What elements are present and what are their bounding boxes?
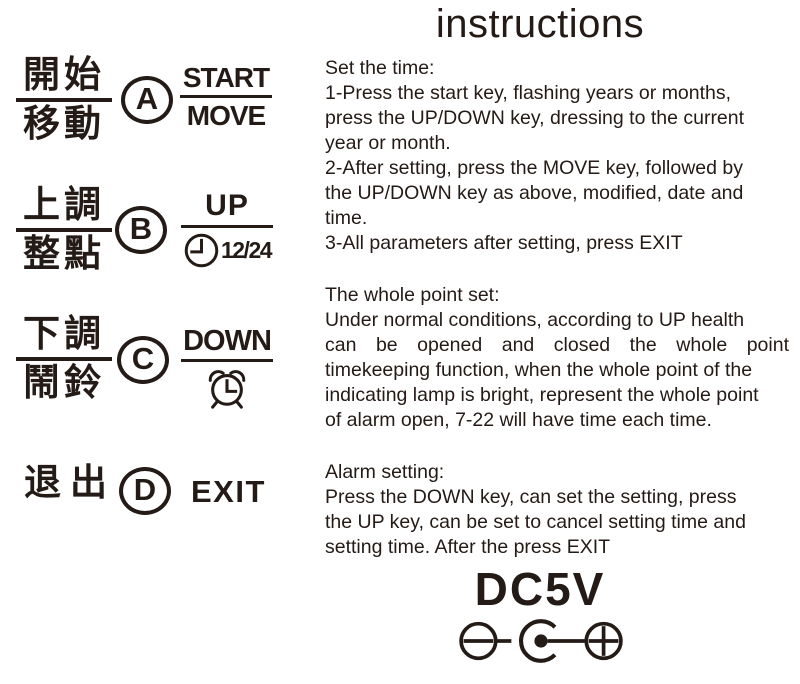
key-a-label-top: START [182,62,270,93]
key-a-circle: A [121,76,173,124]
key-b-icon-label: 12/24 [220,237,273,263]
fraction-bar [16,228,112,232]
key-a-en-label: START MOVE [180,64,272,131]
key-c-en-label: DOWN [181,326,273,410]
section-heading: Alarm setting: [325,461,445,483]
power-spec-label: DC5V [474,563,606,615]
key-b-label-top: UP [205,189,249,222]
key-d-cjk-label: 退出 [24,463,116,504]
key-d-circle: D [119,467,171,515]
key-c-letter: C [131,341,155,376]
text-line: 3-All parameters after setting, press EX… [325,232,683,254]
key-d-letter: D [133,472,157,507]
text-line: can be opened and closed the whole point [325,334,789,356]
key-c-circle: C [117,336,169,384]
key-b-en-label: UP 12/24 [181,190,273,269]
section-whole-point-set: The whole point set: Under normal condit… [325,283,789,433]
text-line: timekeeping function, when the whole poi… [325,359,753,381]
text-line: the UP key, can be set to cancel setting… [325,511,746,533]
fraction-bar [181,225,273,228]
key-a-cjk-bottom: 移動 [23,104,105,145]
fraction-bar [181,359,273,362]
text-line: Under normal conditions, according to UP… [325,309,745,331]
key-a-letter: A [135,81,159,116]
instructions-text: Set the time: 1-Press the start key, fla… [325,56,789,587]
text-line: year or month. [325,132,451,154]
key-b-letter: B [129,211,153,246]
key-c-cjk-top: 下調 [23,314,105,355]
key-b-circle: B [115,206,167,254]
text-line: setting time. After the press EXIT [325,536,611,558]
key-a-label-bottom: MOVE [186,100,266,131]
fraction-bar [180,95,272,98]
text-line: the UP/DOWN key as above, modified, date… [325,182,744,204]
section-heading: The whole point set: [325,284,500,306]
text-line: press the UP/DOWN key, dressing to the c… [325,107,745,129]
alarm-clock-icon [208,370,246,409]
page-title: instructions [435,2,645,46]
text-line: Press the DOWN key, can set the setting,… [325,486,737,508]
key-c-label-top: DOWN [183,325,272,357]
key-a-cjk-top: 開始 [23,55,105,96]
key-d-label: EXIT [191,474,266,509]
key-b-cjk-top: 上調 [23,185,105,226]
key-b-cjk-label: 上調 整點 [16,184,112,276]
text-line: 1-Press the start key, flashing years or… [325,82,732,104]
key-a-cjk-label: 開始 移動 [16,54,112,146]
center-positive-polarity-icon [459,619,623,663]
fraction-bar [16,357,112,361]
text-line: 2-After setting, press the MOVE key, fol… [325,157,743,179]
section-set-the-time: Set the time: 1-Press the start key, fla… [325,56,789,256]
fraction-bar [16,98,112,102]
text-line: of alarm open, 7-22 will have time each … [325,409,712,431]
section-heading: Set the time: [325,57,435,79]
key-c-cjk-label: 下調 鬧鈴 [16,313,112,405]
clock-icon [184,233,219,268]
text-line: time. [325,207,368,229]
section-alarm-setting: Alarm setting: Press the DOWN key, can s… [325,460,789,560]
key-c-cjk-bottom: 鬧鈴 [23,363,105,404]
key-b-cjk-bottom: 整點 [23,234,105,275]
text-line: indicating lamp is bright, represent the… [325,384,759,406]
